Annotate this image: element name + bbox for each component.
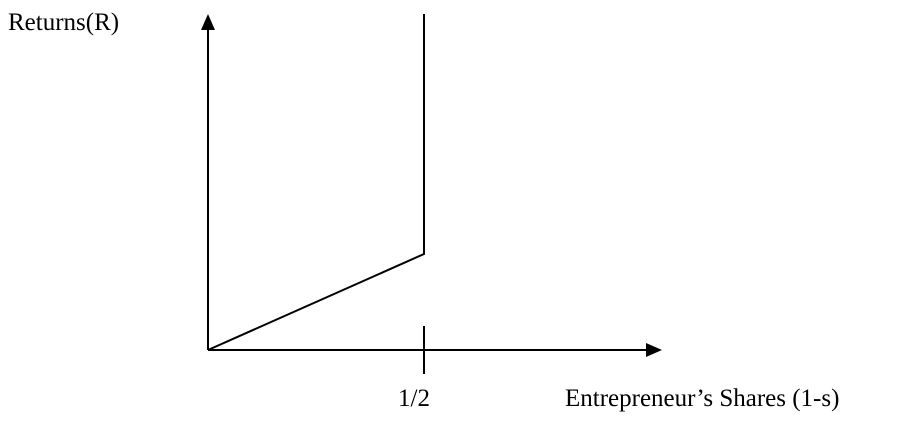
returns-curve <box>207 14 425 351</box>
x-axis-label: Entrepreneur’s Shares (1-s) <box>565 385 840 412</box>
y-axis-arrowhead <box>201 14 215 30</box>
y-axis-label: Returns(R) <box>8 9 120 36</box>
x-axis-arrowhead <box>646 343 662 357</box>
x-tick-label: 1/2 <box>398 385 430 412</box>
